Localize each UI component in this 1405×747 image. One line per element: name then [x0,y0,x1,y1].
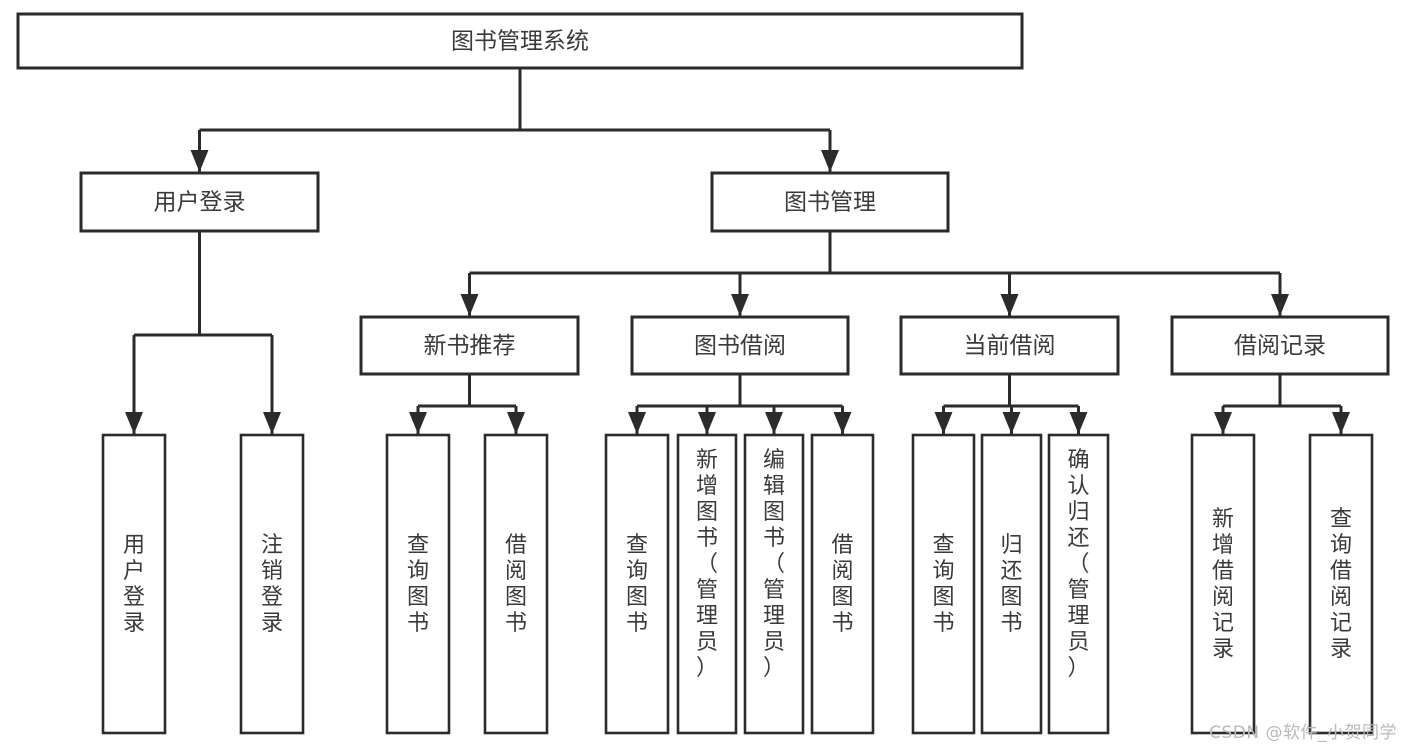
node-level2-0-label: 用户登录 [154,190,246,216]
arrow-down-icon [190,150,209,172]
node-leaf-7-box [810,433,875,735]
arrow-down-icon [460,294,479,316]
node-level2-1[interactable]: 图书管理 [710,171,950,233]
node-leaf-11[interactable]: 新增借阅记录 [1190,433,1256,735]
arrow-down-icon [698,412,716,434]
arrow-down-icon [1214,412,1232,434]
node-level3-2[interactable]: 当前借阅 [899,315,1120,376]
node-leaf-9-box [980,433,1043,735]
node-level3-3-label: 借阅记录 [1234,333,1326,359]
node-leaf-0[interactable]: 用户登录 [101,433,167,735]
node-leaf-7-label: 借阅图书 [831,533,853,636]
node-leaf-1-label: 注销登录 [261,533,283,636]
node-leaf-3-box [483,433,549,735]
node-level3-3-box [1170,315,1390,376]
node-level3-0-box [359,315,580,376]
node-leaf-8[interactable]: 查询图书 [911,433,976,735]
node-level3-0-label: 新书推荐 [424,333,516,359]
connector-layer [125,68,1350,434]
node-level2-1-box [710,171,950,233]
arrow-down-icon [731,294,749,316]
node-leaf-0-box [101,433,167,735]
node-leaf-2-box [385,433,451,735]
node-leaf-6-label: 编辑图书（管理员） [763,448,785,681]
node-leaf-9-label: 归还图书 [1000,533,1022,636]
node-level3-0[interactable]: 新书推荐 [359,315,580,376]
node-leaf-7[interactable]: 借阅图书 [810,433,875,735]
node-leaf-8-box [911,433,976,735]
node-leaf-5-box [676,433,738,735]
arrow-down-icon [263,412,281,434]
node-leaf-12[interactable]: 查询借阅记录 [1308,433,1374,735]
node-leaf-2[interactable]: 查询图书 [385,433,451,735]
node-layer: 图书管理系统用户登录图书管理新书推荐图书借阅当前借阅借阅记录用户登录注销登录查询… [16,12,1390,735]
arrow-down-icon [1069,412,1088,434]
node-leaf-12-label: 查询借阅记录 [1330,507,1352,662]
arrow-down-icon [1332,412,1350,434]
node-leaf-1[interactable]: 注销登录 [239,433,305,735]
node-level3-1-label: 图书借阅 [694,333,786,359]
node-level3-2-box [899,315,1120,376]
arrow-down-icon [125,412,143,434]
node-leaf-0-label: 用户登录 [123,533,145,636]
node-leaf-4[interactable]: 查询图书 [604,433,670,735]
arrow-down-icon [507,412,525,434]
node-level2-0[interactable]: 用户登录 [79,171,320,233]
node-leaf-10-box [1047,433,1110,735]
node-leaf-9[interactable]: 归还图书 [980,433,1043,735]
node-level3-1[interactable]: 图书借阅 [630,315,850,376]
node-root-0[interactable]: 图书管理系统 [16,12,1024,70]
arrow-down-icon [1000,294,1019,316]
node-leaf-3[interactable]: 借阅图书 [483,433,549,735]
node-level3-2-label: 当前借阅 [964,333,1056,359]
node-level2-0-box [79,171,320,233]
node-leaf-2-label: 查询图书 [407,533,429,636]
node-leaf-5-label: 新增图书（管理员） [696,448,718,681]
node-leaf-3-label: 借阅图书 [505,533,527,636]
node-leaf-6[interactable]: 编辑图书（管理员） [743,433,805,735]
node-leaf-8-label: 查询图书 [932,533,954,636]
node-leaf-6-box [743,433,805,735]
arrow-down-icon [821,150,839,172]
node-root-0-box [16,12,1024,70]
node-leaf-11-box [1190,433,1256,735]
node-leaf-1-box [239,433,305,735]
node-level2-1-label: 图书管理 [784,190,876,216]
node-leaf-12-box [1308,433,1374,735]
node-level3-3[interactable]: 借阅记录 [1170,315,1390,376]
node-leaf-10-label: 确认归还（管理员） [1067,448,1089,681]
arrow-down-icon [409,412,427,434]
arrow-down-icon [1271,294,1289,316]
node-leaf-5[interactable]: 新增图书（管理员） [676,433,738,735]
arrow-down-icon [833,412,852,434]
arrow-down-icon [628,412,646,434]
node-level3-1-box [630,315,850,376]
arrow-down-icon [934,412,953,434]
arrow-down-icon [1002,412,1021,434]
node-leaf-4-label: 查询图书 [626,533,648,636]
node-leaf-11-label: 新增借阅记录 [1212,507,1234,662]
node-leaf-4-box [604,433,670,735]
node-leaf-10[interactable]: 确认归还（管理员） [1047,433,1110,735]
node-root-0-label: 图书管理系统 [451,29,589,55]
arrow-down-icon [765,412,783,434]
